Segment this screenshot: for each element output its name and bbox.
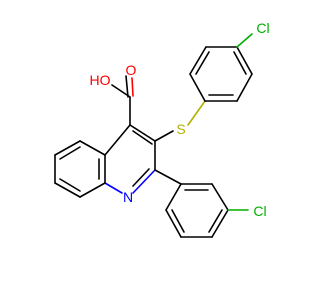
bond-c2-n	[132, 169, 156, 194]
bond-c2-n-inner	[132, 168, 150, 187]
bond-ccooh-o-double-a	[125, 75, 129, 98]
bond-l6-l1	[165, 183, 182, 211]
bond-u2-u3-inner	[195, 51, 210, 75]
bond-c5-c6-inner	[59, 146, 81, 160]
thioether-link	[154, 100, 206, 142]
quinoline-pyridine-ring	[104, 124, 156, 194]
bond-c4a-c4	[104, 124, 131, 156]
carboxylic-acid-group	[111, 75, 134, 126]
bond-c7-c8-inner	[59, 178, 81, 192]
bond-l2-l3	[211, 183, 229, 211]
molecule-diagram: HO O S N Cl Cl	[54, 20, 270, 238]
atom-label-carbonyl-oxygen: O	[126, 62, 137, 78]
bond-n-c8a	[104, 182, 123, 194]
bond-l5-l6-inner	[171, 209, 185, 233]
bond-s-aryl	[187, 100, 206, 126]
bond-l5-l6	[165, 209, 182, 238]
bond-ccooh-o-double-b	[131, 77, 134, 97]
atom-label-chlorine-bottom: Cl	[253, 203, 266, 219]
bond-c4a-c5	[79, 140, 106, 156]
quinoline-benzo-ring	[54, 140, 106, 198]
bond-u2-u3	[189, 46, 207, 75]
bond-u1-u2	[189, 73, 206, 102]
atom-label-sulfur: S	[176, 121, 185, 137]
atom-label-nitrogen: N	[123, 189, 133, 205]
bond-l3-l4-inner	[208, 209, 223, 233]
structure-svg: HO O S N Cl Cl	[54, 20, 270, 238]
bond-u4-u5	[236, 46, 253, 75]
atom-label-chlorine-top: Cl	[256, 20, 269, 36]
bond-c4-c3	[129, 124, 156, 142]
atom-label-hydroxyl: HO	[90, 72, 111, 88]
bond-c4-c3-inner	[132, 130, 153, 145]
bond-c7-c8	[54, 182, 81, 198]
bond-c3-s	[154, 130, 174, 142]
bond-u4-cl	[236, 33, 253, 48]
bond-l3-l4	[211, 209, 229, 238]
bond-u4-u5-inner	[233, 51, 247, 75]
upper-chlorophenyl-ring	[189, 33, 253, 102]
bond-u5-u6	[236, 73, 253, 102]
bond-c2-l1	[154, 169, 182, 185]
bond-ccooh-oh	[111, 84, 131, 98]
bond-c8-c8a	[79, 182, 106, 198]
lower-chlorophenyl-ring	[154, 169, 249, 238]
bond-c5-c6	[54, 140, 81, 156]
